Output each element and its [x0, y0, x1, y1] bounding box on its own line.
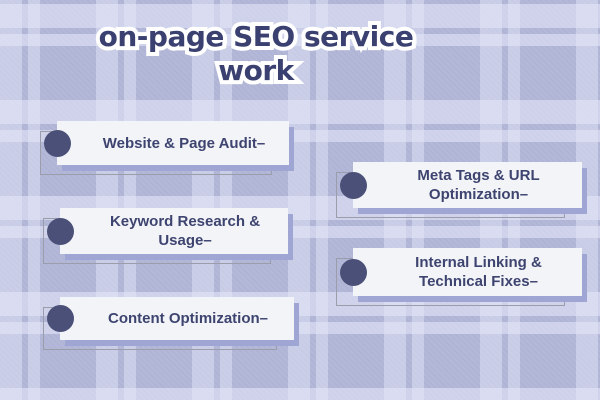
item-card: Keyword Research & Usage–	[60, 208, 288, 254]
item-label: Website & Page Audit–	[102, 134, 266, 152]
item-website-page-audit: Website & Page Audit–	[40, 121, 289, 175]
bullet-icon	[47, 217, 74, 245]
title-line-2-text: work	[218, 54, 294, 87]
item-label: Meta Tags & URL Optimization–	[417, 167, 540, 203]
bullet-icon	[44, 129, 71, 157]
title-line-2-outline: work	[214, 50, 298, 91]
item-card: Meta Tags & URL Optimization–	[353, 162, 582, 208]
title-line-2: work work	[0, 50, 512, 91]
item-card: Website & Page Audit–	[57, 121, 289, 165]
item-content-optimization: Content Optimization–	[43, 297, 294, 350]
item-label: Internal Linking & Technical Fixes–	[415, 254, 542, 290]
item-card: Content Optimization–	[60, 297, 294, 340]
item-label: Content Optimization–	[108, 310, 268, 327]
bullet-icon	[47, 305, 74, 332]
item-label: Keyword Research & Usage–	[109, 213, 261, 249]
item-internal-linking-technical-fixes: Internal Linking & Technical Fixes–	[336, 248, 582, 306]
page-title: on-page SEO service on-page SEO service …	[0, 16, 512, 91]
item-keyword-research-usage: Keyword Research & Usage–	[43, 208, 288, 264]
bullet-icon	[340, 171, 367, 199]
title-line-1-outline: on-page SEO service	[95, 16, 418, 57]
title-line-1-text: on-page SEO service	[98, 20, 414, 53]
item-meta-tags-url-optimization: Meta Tags & URL Optimization–	[336, 162, 582, 218]
bullet-icon	[340, 258, 367, 286]
title-line-1: on-page SEO service on-page SEO service	[0, 16, 512, 57]
item-card: Internal Linking & Technical Fixes–	[353, 248, 582, 296]
